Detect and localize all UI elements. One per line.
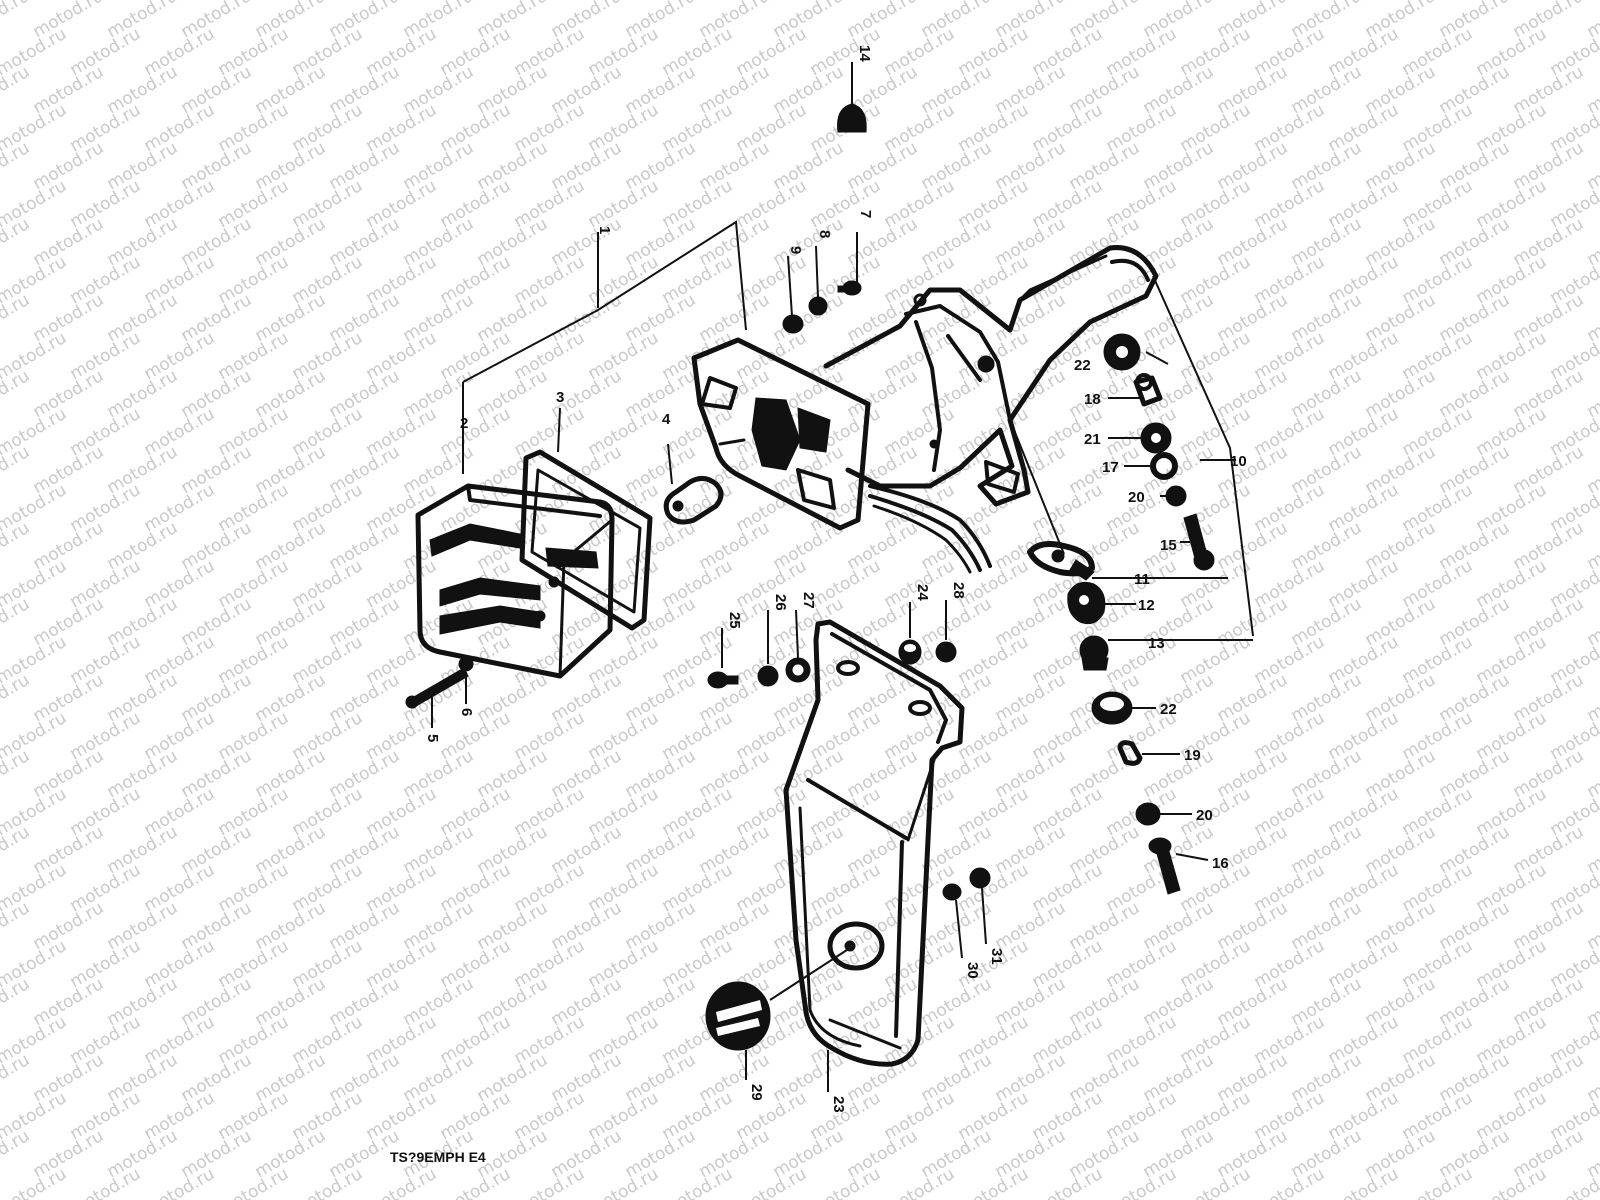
part-washer-20b — [1135, 802, 1161, 826]
callout-15: 15 — [1160, 537, 1177, 554]
part-main-bracket — [823, 245, 1159, 574]
callout-16: 16 — [1212, 855, 1229, 872]
callout-9: 9 — [787, 246, 804, 254]
callout-5: 5 — [424, 734, 441, 742]
callout-22a: 22 — [1074, 357, 1091, 374]
footer-code: TS?9EMPH E4 — [390, 1149, 486, 1165]
callout-25: 25 — [726, 612, 743, 629]
part-washer-30 — [942, 883, 962, 901]
callout-3: 3 — [556, 389, 564, 406]
part-screw-5 — [405, 667, 469, 709]
part-nut-24 — [898, 639, 922, 665]
part-washer-28 — [935, 641, 957, 663]
callout-labels: 14 7 8 9 1 2 3 4 5 6 10 11 12 13 15 16 1… — [390, 45, 1247, 1165]
callout-8: 8 — [816, 230, 833, 238]
part-bracket-11 — [1027, 541, 1095, 581]
callout-19: 19 — [1184, 747, 1201, 764]
callout-28: 28 — [950, 582, 967, 599]
callout-27: 27 — [800, 592, 817, 609]
callout-30: 30 — [964, 962, 981, 979]
callout-14: 14 — [856, 45, 873, 62]
part-collar-19 — [1117, 740, 1143, 766]
callout-17: 17 — [1102, 459, 1119, 476]
callout-13: 13 — [1148, 635, 1165, 652]
part-washer-17 — [1150, 452, 1178, 480]
part-gasket — [519, 449, 653, 631]
part-washer-27 — [785, 657, 811, 683]
part-grommet-22b — [1091, 691, 1133, 725]
callout-29: 29 — [748, 1084, 765, 1101]
part-damper-12 — [1067, 581, 1106, 625]
part-washer-6 — [458, 656, 474, 672]
callout-26: 26 — [772, 594, 789, 611]
callout-10: 10 — [1230, 453, 1247, 470]
part-washer-26 — [757, 665, 779, 687]
callout-21: 21 — [1084, 431, 1101, 448]
part-screw-25 — [707, 671, 739, 689]
watermark-text: motod.ru — [0, 0, 33, 42]
part-washer-20a — [1165, 485, 1187, 507]
part-washer-9 — [782, 314, 804, 334]
part-reflector — [705, 947, 851, 1051]
part-bulb — [663, 443, 724, 525]
callout-1: 1 — [596, 226, 613, 234]
part-cap-nut — [837, 103, 867, 133]
part-bolt-15 — [1183, 513, 1215, 571]
part-bolt-16 — [1148, 837, 1181, 895]
callout-4: 4 — [662, 411, 671, 428]
callout-22b: 22 — [1160, 701, 1177, 718]
part-plate-bracket — [783, 619, 965, 1067]
callout-11: 11 — [1134, 571, 1150, 588]
callout-20b: 20 — [1196, 807, 1213, 824]
callout-12: 12 — [1138, 597, 1155, 614]
callout-2: 2 — [460, 415, 468, 432]
part-lens-housing — [415, 483, 615, 679]
callout-7: 7 — [857, 210, 874, 218]
callout-20a: 20 — [1128, 489, 1145, 506]
part-nut-13 — [1079, 635, 1109, 671]
callout-18: 18 — [1084, 391, 1101, 408]
callout-23: 23 — [830, 1096, 847, 1113]
part-collar-18 — [1133, 375, 1163, 407]
part-washer-8 — [808, 296, 828, 316]
part-lamp-base — [691, 337, 871, 531]
part-nut-31 — [969, 867, 991, 889]
callout-31: 31 — [988, 948, 1005, 965]
parts-drawing — [405, 62, 1254, 1092]
callout-6: 6 — [458, 708, 475, 716]
callout-24: 24 — [914, 584, 931, 601]
